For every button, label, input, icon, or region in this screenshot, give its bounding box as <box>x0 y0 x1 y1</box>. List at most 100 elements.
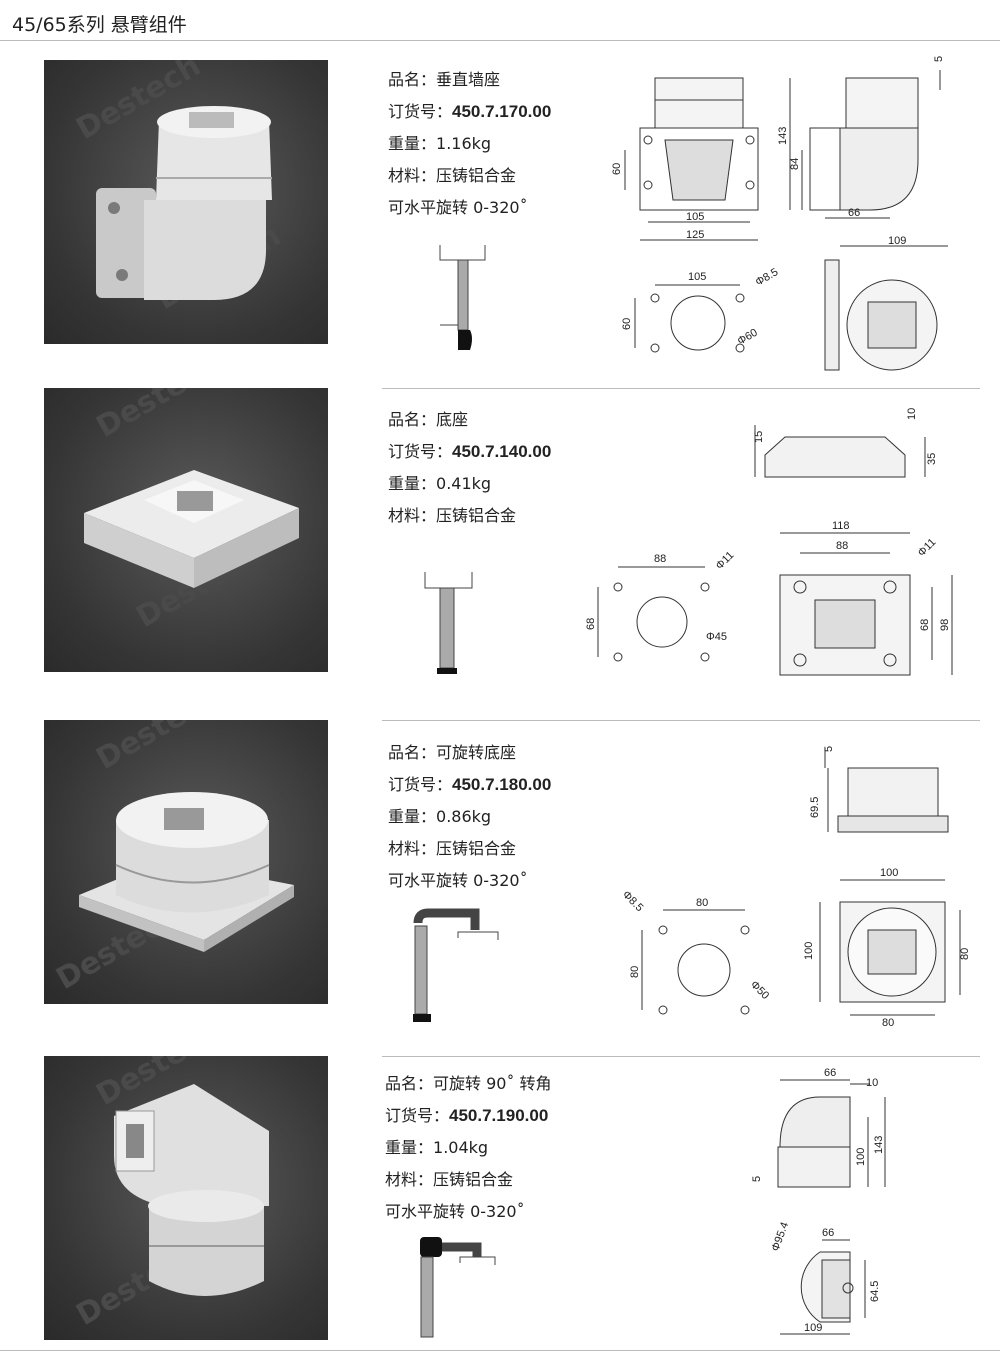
product-photo-rotating-base: Destech Destech <box>44 720 328 1004</box>
wall-mount-schematic-icon <box>439 245 486 350</box>
svg-text:Φ60: Φ60 <box>736 327 760 348</box>
rotating-base-dimension-drawing: 5 69.5 80 Φ8.5 80 Φ50 100 100 80 80 <box>620 746 971 1029</box>
order-number: 450.7.190.00 <box>449 1106 549 1125</box>
order-number: 450.7.170.00 <box>452 102 552 121</box>
svg-text:60: 60 <box>621 318 633 330</box>
svg-text:5: 5 <box>751 1176 763 1182</box>
material-value: 压铸铝合金 <box>436 166 517 185</box>
svg-text:105: 105 <box>688 271 706 283</box>
product-spec-rotating-elbow: 品名：可旋转 90˚ 转角 订货号：450.7.190.00 重量：1.04kg… <box>385 1068 552 1228</box>
svg-text:Φ50: Φ50 <box>748 979 771 1002</box>
material-label: 材料： <box>388 166 437 185</box>
product-photo-wall-mount: Destech Destech <box>44 60 328 344</box>
page-title: 45/65系列 悬臂组件 <box>12 14 187 36</box>
svg-text:143: 143 <box>777 127 789 145</box>
svg-text:60: 60 <box>611 163 623 175</box>
svg-text:109: 109 <box>888 235 906 247</box>
svg-text:Φ11: Φ11 <box>714 549 737 572</box>
svg-text:66: 66 <box>848 207 860 219</box>
svg-text:80: 80 <box>629 966 641 978</box>
svg-text:109: 109 <box>804 1322 822 1334</box>
order-number: 450.7.140.00 <box>452 442 552 461</box>
svg-text:68: 68 <box>919 619 931 631</box>
svg-text:118: 118 <box>832 520 850 532</box>
name-label: 品名： <box>388 743 437 762</box>
svg-text:66: 66 <box>824 1067 836 1079</box>
wall-mount-dimension-drawing: 60 105 125 143 84 5 66 105 Φ8.5 60 Φ60 1… <box>611 56 948 371</box>
material-label: 材料： <box>388 839 437 858</box>
svg-text:10: 10 <box>866 1077 878 1089</box>
svg-text:10: 10 <box>906 408 918 420</box>
footer-divider <box>0 1350 1000 1351</box>
name-label: 品名： <box>388 70 437 89</box>
svg-text:80: 80 <box>959 948 971 960</box>
svg-text:5: 5 <box>823 746 835 752</box>
base-dimension-drawing: 15 10 35 88 Φ11 68 Φ45 118 88 Φ11 68 98 <box>585 408 953 676</box>
svg-text:Φ8.5: Φ8.5 <box>754 266 781 288</box>
svg-text:100: 100 <box>803 942 815 960</box>
rotation-note: 可水平旋转 0-320˚ <box>385 1202 525 1221</box>
svg-text:88: 88 <box>654 553 666 565</box>
weight-value: 0.86kg <box>436 807 492 826</box>
product-name: 可旋转底座 <box>436 743 517 762</box>
name-label: 品名： <box>385 1074 434 1093</box>
weight-label: 重量： <box>388 807 437 826</box>
material-label: 材料： <box>388 506 437 525</box>
watermark-text: Destech <box>91 720 227 777</box>
order-label: 订货号： <box>388 102 453 121</box>
svg-text:105: 105 <box>686 211 704 223</box>
svg-text:64.5: 64.5 <box>869 1281 881 1302</box>
product-spec-rotating-base: 品名：可旋转底座 订货号：450.7.180.00 重量：0.86kg 材料：压… <box>388 737 551 897</box>
header-divider <box>0 40 1000 41</box>
svg-text:Φ11: Φ11 <box>916 536 939 559</box>
weight-label: 重量： <box>388 474 437 493</box>
rotating-elbow-schematic-icon <box>420 1237 496 1338</box>
product-name: 垂直墙座 <box>436 70 501 89</box>
svg-text:5: 5 <box>933 56 945 62</box>
material-value: 压铸铝合金 <box>436 506 517 525</box>
rotation-note: 可水平旋转 0-320˚ <box>388 871 528 890</box>
svg-text:Φ95.4: Φ95.4 <box>770 1221 792 1253</box>
svg-text:100: 100 <box>855 1148 867 1166</box>
weight-value: 0.41kg <box>436 474 492 493</box>
order-label: 订货号： <box>388 775 453 794</box>
svg-text:80: 80 <box>882 1017 894 1029</box>
svg-text:125: 125 <box>686 229 704 241</box>
svg-text:35: 35 <box>926 453 938 465</box>
rotation-note: 可水平旋转 0-320˚ <box>388 198 528 217</box>
svg-text:143: 143 <box>873 1136 885 1154</box>
svg-text:100: 100 <box>880 867 898 879</box>
order-label: 订货号： <box>388 442 453 461</box>
svg-text:66: 66 <box>822 1227 834 1239</box>
base-schematic-icon <box>424 572 473 674</box>
row-divider <box>382 1056 980 1057</box>
svg-text:84: 84 <box>789 158 801 170</box>
material-value: 压铸铝合金 <box>433 1170 514 1189</box>
svg-text:98: 98 <box>939 619 951 631</box>
order-label: 订货号： <box>385 1106 450 1125</box>
material-value: 压铸铝合金 <box>436 839 517 858</box>
svg-text:88: 88 <box>836 540 848 552</box>
svg-text:Φ8.5: Φ8.5 <box>620 889 646 915</box>
rotating-elbow-dimension-drawing: 66 10 143 100 5 Φ95.4 66 64.5 109 <box>751 1067 886 1335</box>
watermark-text: Destech <box>91 388 227 445</box>
row-divider <box>382 720 980 721</box>
weight-label: 重量： <box>385 1138 434 1157</box>
product-name: 底座 <box>436 410 469 429</box>
product-name: 可旋转 90˚ 转角 <box>433 1074 552 1093</box>
weight-value: 1.16kg <box>436 134 492 153</box>
order-number: 450.7.180.00 <box>452 775 552 794</box>
svg-text:69.5: 69.5 <box>809 797 821 818</box>
row-divider <box>382 388 980 389</box>
product-photo-base: Destech Destech <box>44 388 328 672</box>
svg-text:68: 68 <box>585 618 597 630</box>
weight-label: 重量： <box>388 134 437 153</box>
svg-text:Φ45: Φ45 <box>706 631 727 643</box>
name-label: 品名： <box>388 410 437 429</box>
rotating-base-schematic-icon <box>413 908 499 1022</box>
weight-value: 1.04kg <box>433 1138 489 1157</box>
material-label: 材料： <box>385 1170 434 1189</box>
product-photo-rotating-elbow: Destech Destech <box>44 1056 328 1340</box>
product-spec-wall-mount: 品名：垂直墙座 订货号：450.7.170.00 重量：1.16kg 材料：压铸… <box>388 64 551 224</box>
product-spec-base: 品名：底座 订货号：450.7.140.00 重量：0.41kg 材料：压铸铝合… <box>388 404 551 532</box>
